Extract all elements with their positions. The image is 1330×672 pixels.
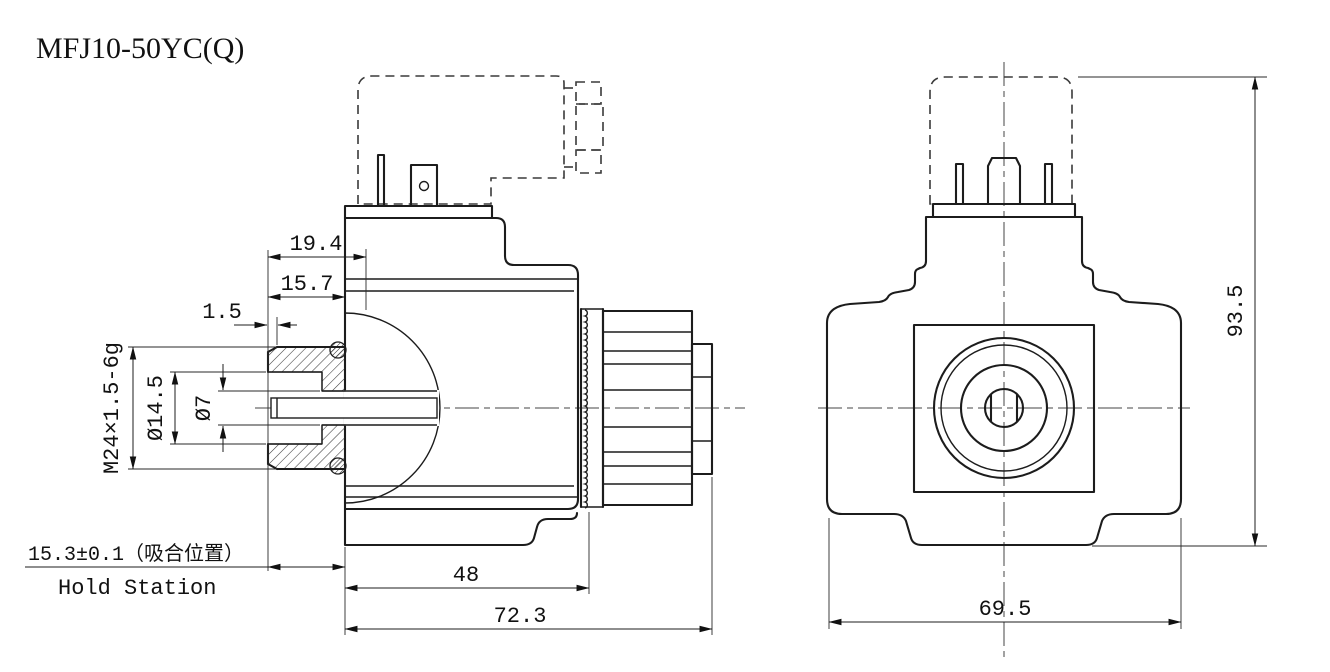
dimensions-front-view: 93.5 69.5 xyxy=(828,76,1267,629)
terminal-pins xyxy=(343,153,494,220)
dim-bore-7-label: Ø7 xyxy=(192,395,217,421)
dim-1-5-label: 1.5 xyxy=(202,300,242,325)
dim-48: 48 xyxy=(344,563,590,592)
connector-phantom-outline xyxy=(357,75,604,205)
coil-housing xyxy=(343,216,580,511)
o-ring-bottom xyxy=(329,457,347,475)
base-plate xyxy=(343,507,579,547)
dim-72-3-label: 72.3 xyxy=(494,604,547,629)
dim-15-7: 15.7 xyxy=(267,272,346,301)
dim-19-4-label: 19.4 xyxy=(290,232,343,257)
dim-thread: M24×1.5-6g xyxy=(100,342,137,474)
dim-69-5-label: 69.5 xyxy=(979,597,1032,622)
thread-spec-label: M24×1.5-6g xyxy=(100,342,125,474)
dim-48-label: 48 xyxy=(453,563,479,588)
dim-72-3: 72.3 xyxy=(344,604,713,633)
side-view xyxy=(266,75,714,547)
centerlines xyxy=(255,62,1190,660)
drawing-title: MFJ10-50YC(Q) xyxy=(36,32,244,65)
armature-tube-section xyxy=(266,312,441,504)
o-ring-top xyxy=(329,341,347,359)
pull-in-position-note: 15.3±0.1（吸合位置） Hold Station xyxy=(25,542,346,601)
dim-bore-14-5-label: Ø14.5 xyxy=(144,375,169,441)
dim-15-7-label: 15.7 xyxy=(281,272,334,297)
end-nut xyxy=(690,342,714,476)
adjuster-assembly xyxy=(579,307,714,509)
dim-bore-14-5: Ø14.5 xyxy=(144,371,179,445)
dim-69-5: 69.5 xyxy=(828,597,1182,626)
dim-19-4: 19.4 xyxy=(267,232,367,261)
pull-in-note-en: Hold Station xyxy=(58,576,216,601)
housing-outline-front xyxy=(825,215,1183,547)
dim-1-5: 1.5 xyxy=(202,300,297,329)
armature-rod xyxy=(270,397,438,419)
pull-in-note-cn: 15.3±0.1（吸合位置） xyxy=(28,542,244,567)
dim-93-5: 93.5 xyxy=(1224,76,1259,547)
front-view xyxy=(825,76,1183,547)
dim-93-5-label: 93.5 xyxy=(1224,285,1249,338)
dimensions-side-view: 19.4 15.7 1.5 M24×1.5-6g Ø14.5 Ø7 48 xyxy=(25,232,713,635)
dim-bore-7: Ø7 xyxy=(192,364,227,452)
connector-phantom-outline-front xyxy=(929,76,1073,205)
front-face-panel xyxy=(912,323,1096,494)
